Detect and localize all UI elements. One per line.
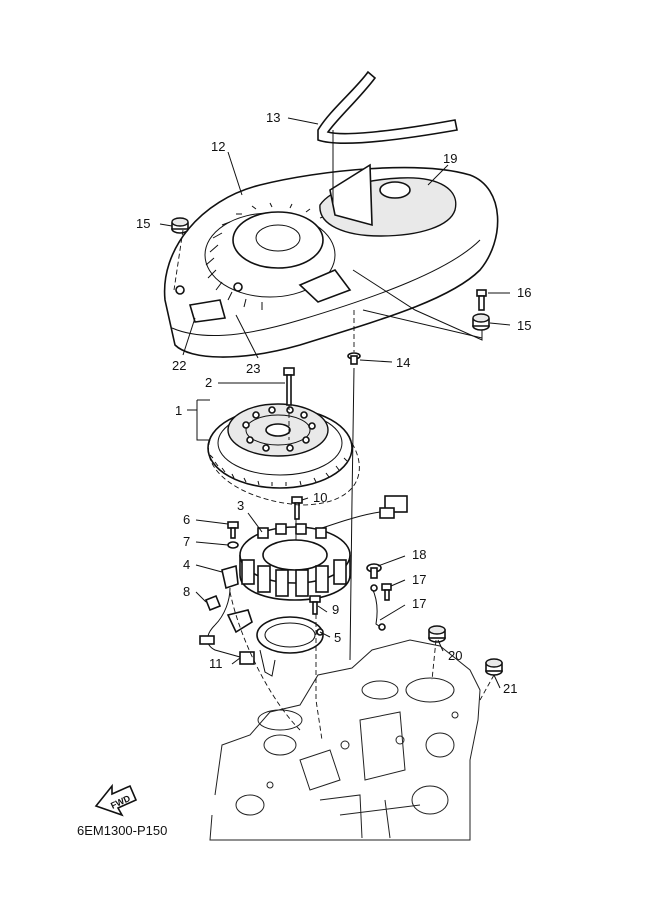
- bolt-16: [476, 289, 487, 311]
- callout-4: 4: [183, 557, 190, 572]
- callout-10: 10: [313, 490, 327, 505]
- coupler-top: [321, 495, 408, 529]
- callout-23: 23: [246, 361, 260, 376]
- callout-7: 7: [183, 534, 190, 549]
- callout-5: 5: [334, 630, 341, 645]
- callout-6: 6: [183, 512, 190, 527]
- fwd-arrow-icon: FWD: [94, 783, 138, 817]
- flywheel: [207, 403, 353, 489]
- gasket-strip: [317, 70, 458, 145]
- callout-19: 17: [412, 572, 426, 587]
- callout-17-right: 21: [503, 681, 517, 696]
- stator-base: [226, 609, 324, 677]
- callout-17-left: 20: [448, 648, 462, 663]
- callout-16: 16: [517, 285, 531, 300]
- grommet-left: [171, 217, 189, 234]
- flywheel-bolt: [283, 367, 295, 406]
- callout-15-left: 15: [136, 216, 150, 231]
- bolt-19: [381, 583, 392, 601]
- flywheel-cover: [163, 163, 499, 358]
- clamp-8: [204, 594, 222, 612]
- stator-coil: [239, 523, 351, 601]
- callout-8: 8: [183, 584, 190, 599]
- callout-3: 3: [237, 498, 244, 513]
- callout-13: 13: [266, 110, 280, 125]
- callout-2: 2: [205, 375, 212, 390]
- washer-7: [227, 541, 239, 549]
- diagram-code: 6EM1300-P150: [77, 823, 167, 838]
- callout-21: 19: [443, 151, 457, 166]
- pulser-coil: [214, 564, 239, 626]
- callout-20: 18: [412, 547, 426, 562]
- bolt-6: [227, 521, 239, 539]
- engine-block: [209, 639, 481, 841]
- callout-labels: 13 12 19 15 16 15 22 23 14 2 1 10 3 6 7 …: [136, 110, 531, 696]
- bolt-9: [309, 595, 321, 615]
- grommet-17-right: [485, 658, 503, 676]
- leader-lines: [159, 117, 511, 741]
- bolt-10: [291, 496, 303, 520]
- grommet-17-left: [428, 625, 446, 643]
- collar-14: [347, 352, 361, 365]
- callout-1: 1: [175, 403, 182, 418]
- grommet-right: [472, 313, 490, 331]
- callout-15-right: 15: [517, 318, 531, 333]
- bolt-20: [366, 563, 382, 579]
- callout-18: 17: [412, 596, 426, 611]
- callout-9: 9: [332, 602, 339, 617]
- callout-22: 22: [172, 358, 186, 373]
- callout-11: 11: [209, 656, 223, 671]
- callout-14: 14: [396, 355, 410, 370]
- callout-12: 12: [211, 139, 225, 154]
- ground-lead-18: [370, 584, 386, 631]
